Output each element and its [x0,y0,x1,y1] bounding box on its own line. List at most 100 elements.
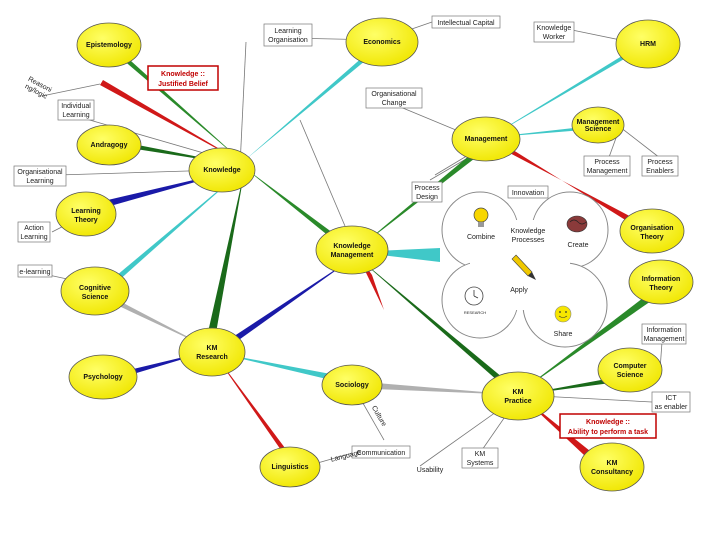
box-communication[interactable]: Communication [351,445,411,459]
action-learning-line2: Learning [20,234,47,241]
node-knowledge[interactable] [188,147,256,193]
node-andragogy[interactable] [76,124,142,166]
intellectual-capital-text: Intellectual Capital [437,20,495,27]
node-management[interactable] [451,116,521,162]
andragogy-label: Andragogy [91,142,128,149]
process-design-line2: Design [416,194,438,201]
node-cognitive-science[interactable] [60,266,130,316]
process-enablers-line1: Process [647,159,673,166]
node-management-science[interactable] [571,106,625,144]
km-research-label-1: KM [207,345,218,352]
node-knowledge-management[interactable] [315,225,389,275]
process-enablers-line2: Enablers [646,168,674,175]
learning-organisation-line2: Organisation [268,37,308,44]
km-consultancy-label-1: KM [607,460,618,467]
box-ict-enabler[interactable]: ICT as enabler [651,391,691,413]
node-linguistics[interactable] [259,446,321,488]
knowledge-processes-cluster: Knowledge Processes Combine Create Apply… [441,191,609,348]
individual-learning-line2: Learning [62,112,89,119]
node-km-consultancy[interactable] [579,442,645,492]
innovation-text: Innovation [512,190,544,197]
node-psychology[interactable] [68,354,138,400]
box-language[interactable]: Language [330,449,362,463]
nodes [55,17,694,492]
box-process-design[interactable]: Process Design [411,181,443,203]
ict-line2: as enabler [655,404,688,411]
information-management-line1: Information [646,327,681,334]
justified-belief-line2: Justified Belief [158,81,208,88]
information-theory-label-2: Theory [649,285,672,292]
km-systems-line2: Systems [467,460,494,467]
economics-label: Economics [363,39,400,46]
node-learning-theory[interactable] [55,191,117,237]
km-practice-label-2: Practice [504,398,531,405]
box-reasoning-logic[interactable]: Reasoni ng/logic [23,76,53,102]
node-km-practice[interactable] [481,371,555,421]
knowledge-management-label-1: Knowledge [333,243,370,250]
node-economics[interactable] [345,17,419,67]
box-organisational-learning[interactable]: Organisational Learning [13,165,67,187]
organisation-theory-label-2: Theory [640,234,663,241]
language-text: Language [330,449,362,463]
knowledge-label: Knowledge [203,167,240,174]
knowledge-worker-line1: Knowledge [537,25,572,32]
individual-learning-line1: Individual [61,103,91,110]
box-information-management[interactable]: Information Management [641,323,687,345]
node-labels: Epistemology Economics HRM Management Ma… [71,39,680,476]
box-e-learning[interactable]: e-learning [17,264,53,278]
computer-science-label-1: Computer [613,363,646,370]
node-hrm[interactable] [615,19,681,69]
culture-text: Culture [370,405,387,428]
km-consultancy-label-2: Consultancy [591,469,633,476]
box-innovation[interactable]: Innovation [507,185,549,199]
ability-line2: Ability to perform a task [568,429,648,436]
box-process-management[interactable]: Process Management [583,155,631,177]
ict-line1: ICT [665,395,677,402]
epistemology-label: Epistemology [86,42,132,49]
box-learning-organisation[interactable]: Learning Organisation [263,23,313,47]
usability-text: Usability [417,467,444,474]
organisational-change-line2: Change [382,100,407,107]
node-organisation-theory[interactable] [619,208,685,254]
box-knowledge-worker[interactable]: Knowledge Worker [533,21,575,43]
node-information-theory[interactable] [628,259,694,305]
process-management-line1: Process [594,159,620,166]
box-process-enablers[interactable]: Process Enablers [641,155,679,177]
node-computer-science[interactable] [597,347,663,393]
box-intellectual-capital[interactable]: Intellectual Capital [431,15,501,29]
node-sociology[interactable] [321,364,383,406]
process-management-line2: Management [587,168,628,175]
callout-ability: Knowledge :: Ability to perform a task [559,413,657,439]
organisational-learning-line1: Organisational [17,169,63,176]
knowledge-management-label-2: Management [331,252,374,259]
knowledge-worker-line2: Worker [543,34,566,41]
km-practice-label-1: KM [513,389,524,396]
organisational-change-line1: Organisational [371,91,417,98]
box-km-systems[interactable]: KM Systems [461,447,499,469]
box-culture[interactable]: Culture [370,405,387,428]
management-science-label-2: Science [585,126,612,133]
computer-science-label-2: Science [617,372,644,379]
cognitive-science-label-1: Cognitive [79,285,111,292]
node-epistemology[interactable] [76,22,142,68]
management-label: Management [465,136,508,143]
psychology-label: Psychology [83,374,122,381]
management-science-label-1: Management [577,119,620,126]
sociology-label: Sociology [335,382,369,389]
apply-label: Apply [510,287,528,294]
box-organisational-change[interactable]: Organisational Change [365,87,423,109]
pencil-icon [511,254,536,280]
organisational-learning-line2: Learning [26,178,53,185]
lightbulb-icon [473,207,489,227]
hrm-label: HRM [640,41,656,48]
process-design-line1: Process [414,185,440,192]
smiley-icon [554,305,572,323]
information-management-line2: Management [644,336,685,343]
node-km-research[interactable] [178,327,246,377]
box-individual-learning[interactable]: Individual Learning [57,99,95,121]
information-theory-label-1: Information [642,276,681,283]
box-action-learning[interactable]: Action Learning [17,221,51,243]
box-usability[interactable]: Usability [417,467,444,474]
callout-justified-belief: Knowledge :: Justified Belief [147,65,219,91]
combine-label: Combine [467,234,495,241]
